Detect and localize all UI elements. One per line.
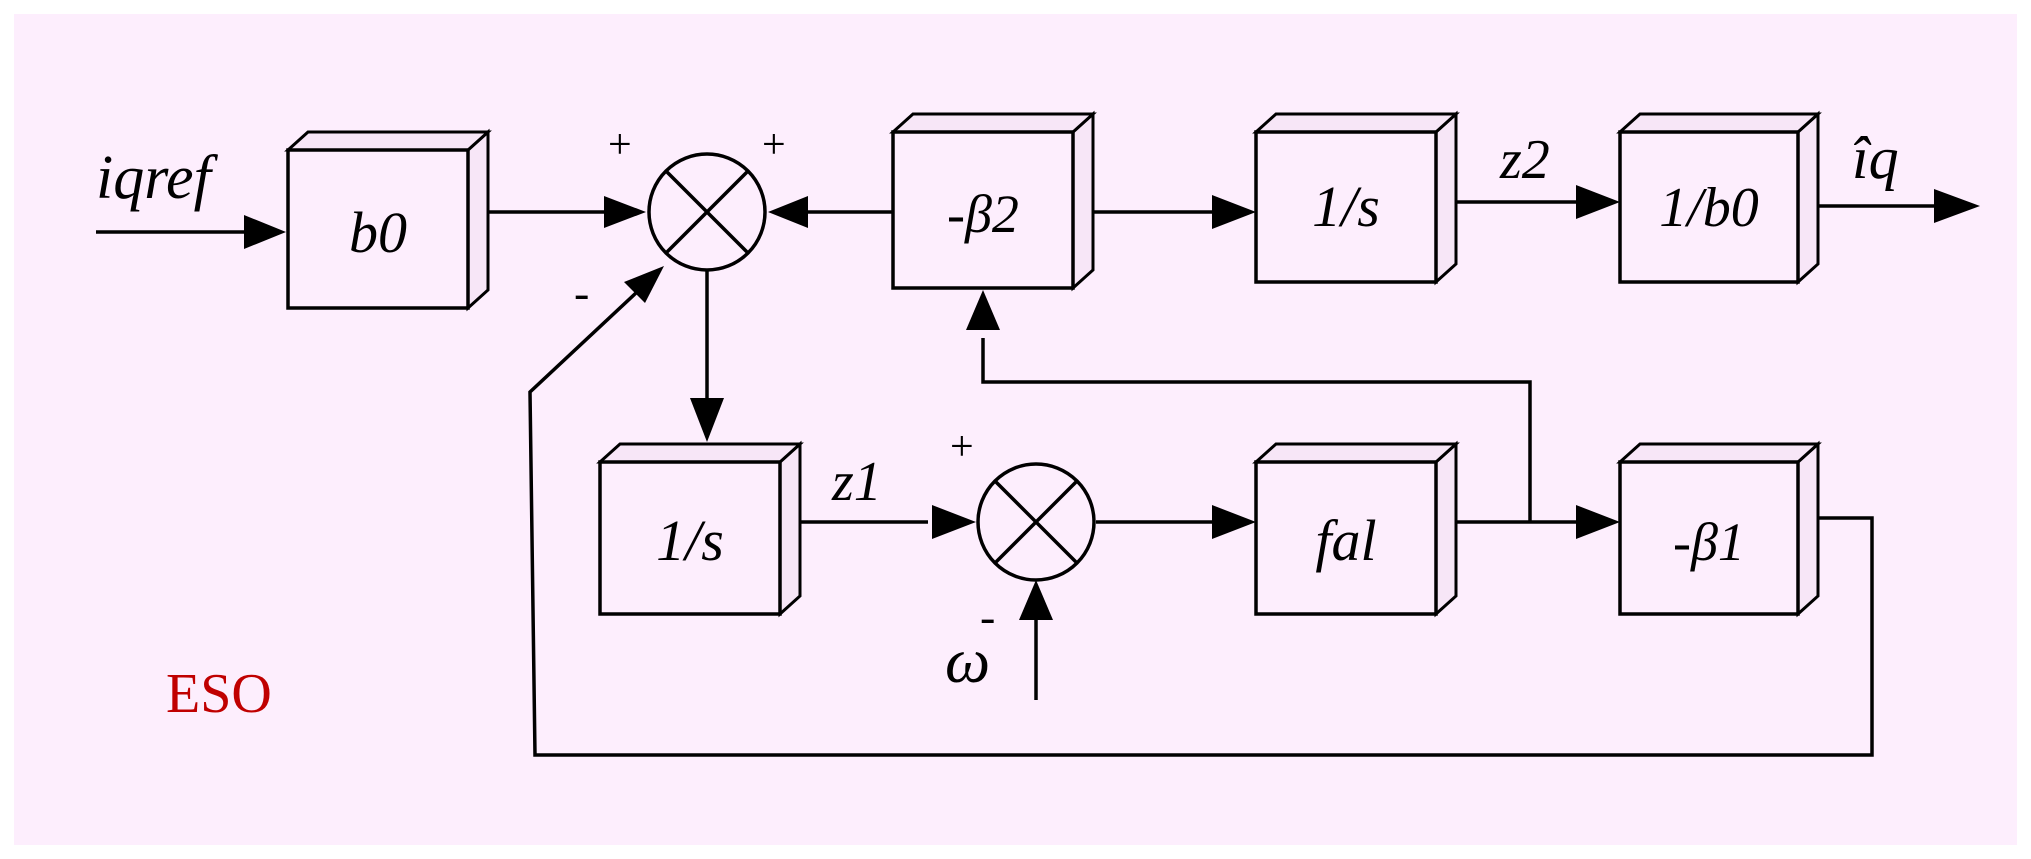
arrowhead-into-integrator-bottom — [690, 398, 724, 442]
caption-eso: ESO — [166, 663, 272, 725]
arrowhead-into-sum2 — [932, 505, 976, 539]
sign-sum1-bottom: - — [574, 267, 589, 318]
block-neg-beta2 — [889, 110, 1097, 292]
block-fal — [1252, 440, 1460, 618]
label-fal: fal — [1315, 508, 1376, 573]
arrowhead-into-integrator-top — [1212, 195, 1256, 229]
label-b0: b0 — [349, 200, 407, 265]
block-integrator-bottom — [596, 440, 804, 618]
arrowhead-into-beta1 — [1576, 505, 1620, 539]
label-output-signal: îq — [1852, 125, 1899, 191]
arrowheads — [244, 185, 1980, 620]
block-inv-b0 — [1616, 110, 1822, 286]
block-neg-beta1 — [1616, 440, 1822, 618]
label-inv-b0: 1/b0 — [1659, 177, 1759, 239]
arrowhead-into-sum1-right — [768, 196, 808, 228]
label-integrator-top: 1/s — [1312, 174, 1380, 239]
block-b0 — [284, 128, 492, 312]
label-integrator-bottom: 1/s — [656, 508, 724, 573]
label-omega: ω — [945, 625, 990, 696]
arrowhead-into-inv-b0 — [1576, 185, 1620, 219]
block-integrator-top — [1252, 110, 1460, 286]
label-neg-beta2: -β2 — [947, 184, 1019, 244]
sum-junction-1 — [647, 152, 767, 272]
arrowhead-into-beta2 — [966, 290, 1000, 330]
label-neg-beta1: -β1 — [1673, 512, 1745, 572]
wire-beta1-feedback-loop — [528, 290, 1874, 757]
sign-sum1-right: + — [762, 122, 786, 168]
sum-junction-2 — [976, 462, 1096, 582]
label-input-signal: iqref — [96, 144, 219, 212]
sign-sum2-bottom: - — [980, 591, 995, 642]
arrowhead-feedback-into-sum1 — [624, 266, 664, 303]
arrowhead-into-b0 — [244, 215, 286, 249]
label-z2: z2 — [1499, 129, 1550, 191]
arrowhead-output — [1934, 189, 1980, 223]
arrowhead-omega-into-sum2 — [1019, 580, 1053, 620]
label-z1: z1 — [831, 451, 882, 513]
arrowhead-into-fal — [1212, 505, 1256, 539]
wire-feedback-to-beta2 — [981, 338, 1532, 522]
arrowhead-into-sum1-left — [604, 196, 646, 228]
sign-sum2-top: + — [950, 424, 974, 470]
wires — [96, 200, 1940, 757]
sign-sum1-left: + — [608, 122, 632, 168]
